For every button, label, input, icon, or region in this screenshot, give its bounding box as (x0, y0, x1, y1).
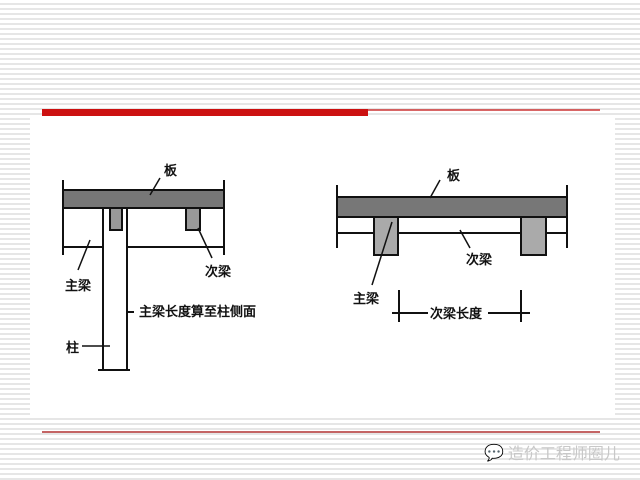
label-main-beam-length-note: 主梁长度算至柱侧面 (139, 304, 256, 320)
slab-hatch (62, 189, 225, 209)
label-secondary-beam-left: 次梁 (205, 264, 232, 280)
label-main-beam-left: 主梁 (65, 278, 92, 294)
watermark-text: 造价工程师圈儿 (507, 444, 620, 463)
label-column: 柱 (66, 340, 79, 356)
title-accent-bar (42, 109, 368, 116)
label-main-beam-right: 主梁 (353, 291, 380, 307)
watermark: 💬 造价工程师圈儿 (484, 440, 620, 464)
wechat-icon: 💬 (484, 442, 504, 462)
content-panel (30, 118, 615, 418)
slab-hatch (336, 196, 568, 218)
label-secondary-beam-length: 次梁长度 (430, 306, 483, 322)
label-secondary-beam-right: 次梁 (466, 252, 493, 268)
label-slab-right: 板 (447, 168, 461, 184)
main-beam-diagram (62, 177, 225, 371)
label-slab-left: 板 (164, 163, 178, 179)
secondary-beam-diagram (336, 179, 568, 322)
